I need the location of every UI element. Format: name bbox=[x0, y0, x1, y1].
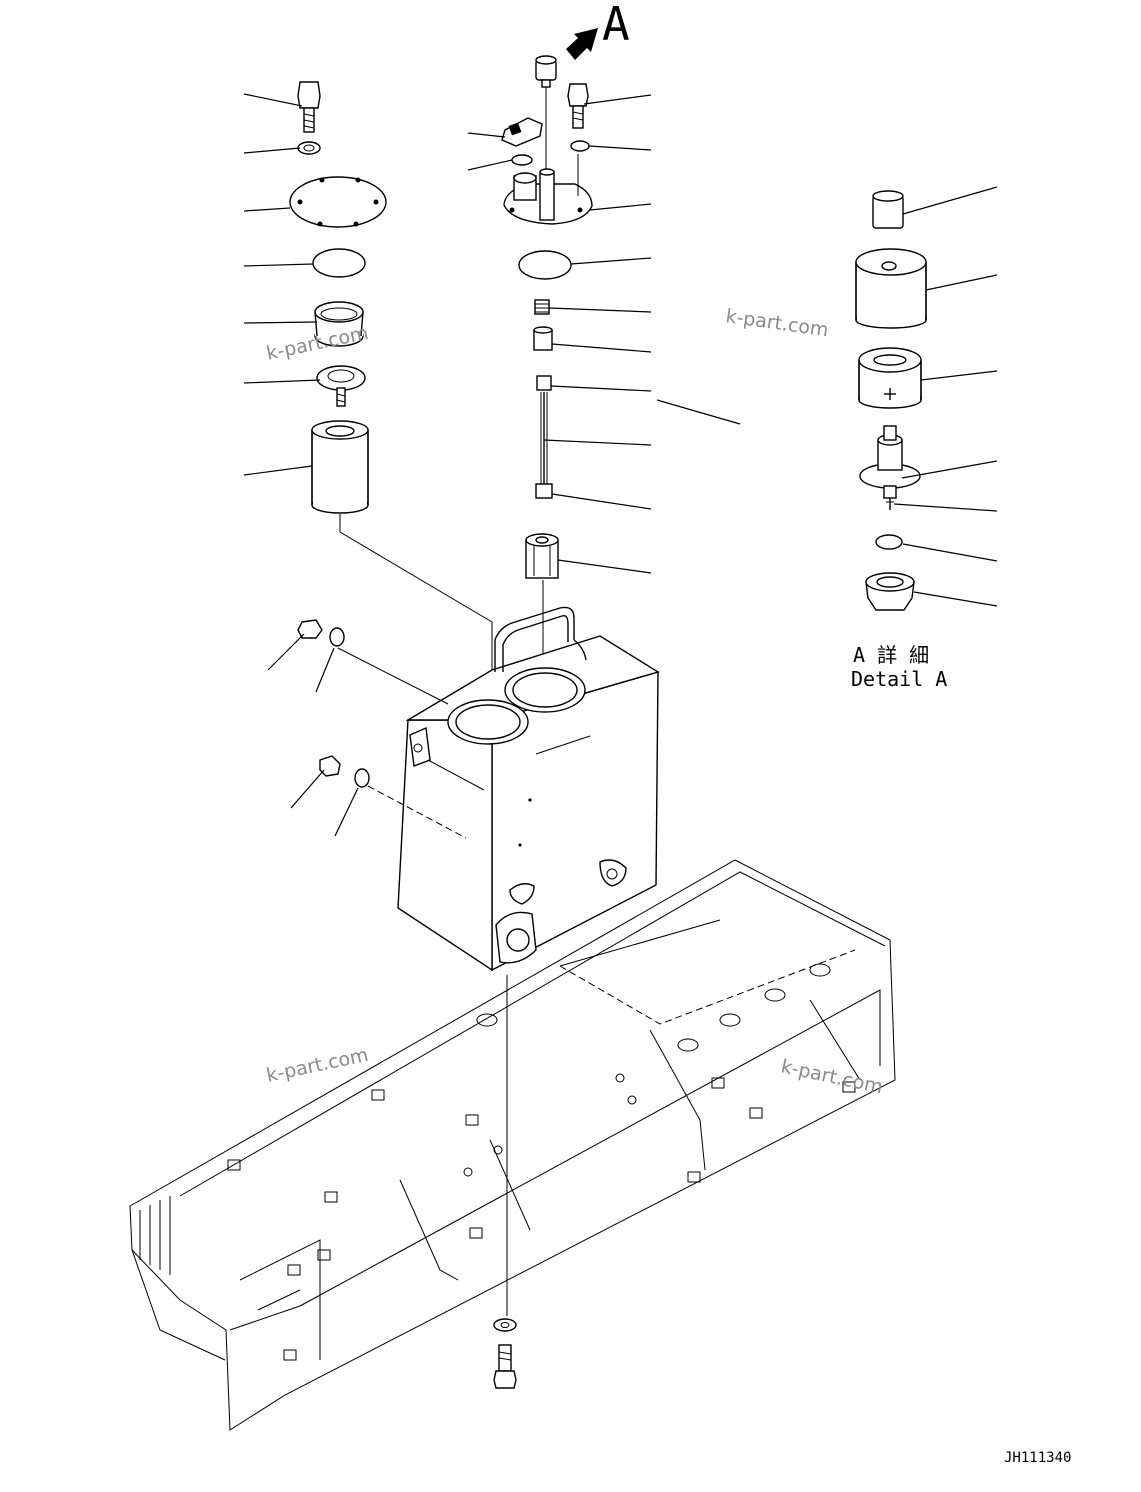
adapter bbox=[533, 326, 553, 351]
tank-top-cover-assembly bbox=[503, 168, 593, 225]
center-bolt bbox=[567, 83, 589, 129]
bottom-washer bbox=[493, 1318, 517, 1332]
filter-spring-ring bbox=[314, 301, 364, 347]
spring bbox=[534, 299, 550, 315]
bottom-bolt bbox=[493, 1344, 517, 1389]
revolving-frame bbox=[129, 859, 896, 1431]
view-a-label: A bbox=[602, 0, 630, 51]
detail-pin bbox=[886, 498, 894, 510]
stud-assembly bbox=[535, 375, 553, 499]
hydraulic-tank bbox=[397, 606, 660, 972]
detail-adapter bbox=[865, 572, 915, 611]
sight-gauge-bracket bbox=[501, 117, 543, 147]
drain-plug-lower bbox=[319, 755, 370, 788]
detail-valve-body bbox=[859, 425, 921, 499]
watermark-2: k-part.com bbox=[724, 305, 830, 341]
detail-title-en: Detail A bbox=[851, 667, 947, 691]
filter-cover-plate bbox=[289, 176, 387, 228]
strainer-bypass-valve bbox=[316, 365, 366, 407]
drawing-number: JH111340 bbox=[1004, 1450, 1071, 1466]
view-a-arrow bbox=[566, 28, 598, 60]
drain-plug-upper bbox=[297, 619, 345, 647]
suction-strainer bbox=[525, 533, 559, 579]
detail-cap-cover bbox=[855, 248, 927, 329]
watermark-3: k-part.com bbox=[264, 1044, 370, 1087]
left-washer bbox=[297, 141, 321, 155]
center-washer bbox=[570, 140, 590, 152]
detail-cap-top bbox=[872, 190, 904, 229]
watermark-4: k-part.com bbox=[779, 1055, 885, 1098]
return-filter-element bbox=[311, 420, 369, 514]
detail-o-ring bbox=[875, 534, 903, 550]
leader-lines bbox=[243, 93, 998, 837]
detail-title-jp: A 詳 細 bbox=[853, 643, 929, 667]
left-bolt bbox=[297, 81, 321, 133]
cover-gasket bbox=[312, 248, 366, 278]
center-o-ring bbox=[511, 154, 533, 166]
cover-o-ring bbox=[518, 250, 572, 280]
detail-element bbox=[858, 347, 922, 409]
breather-cap-top bbox=[535, 55, 557, 88]
